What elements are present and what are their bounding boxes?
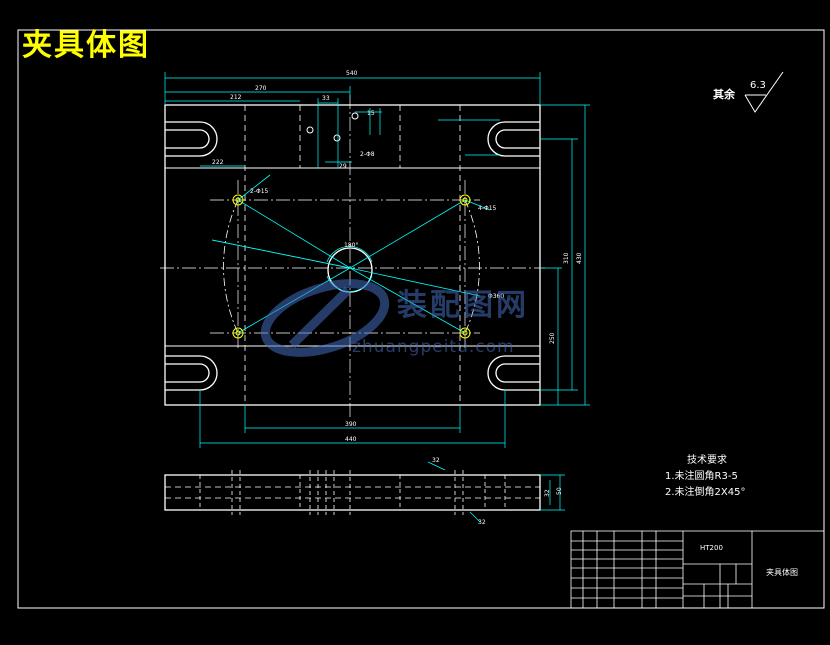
small-holes bbox=[306, 112, 359, 142]
dim-15: 15 bbox=[367, 110, 375, 117]
dim-29: 29 bbox=[339, 163, 347, 170]
dim-222: 222 bbox=[212, 159, 224, 166]
dim-250: 250 bbox=[549, 332, 556, 344]
dim-32: 32 bbox=[544, 489, 551, 497]
pin-hole-1 bbox=[306, 126, 314, 134]
dim-33: 33 bbox=[322, 95, 330, 102]
side-view bbox=[164, 474, 541, 511]
side-dims bbox=[427, 461, 565, 523]
bolt-circle bbox=[223, 199, 480, 334]
roughness-symbol bbox=[744, 71, 784, 113]
dimension-text: 540 270 212 33 15 29 222 390 440 310 430… bbox=[212, 70, 583, 443]
dimension-lines bbox=[164, 72, 590, 448]
side-hidden bbox=[199, 470, 506, 515]
watermark-cn: 装配图网 bbox=[397, 288, 529, 323]
dim-390: 390 bbox=[345, 421, 357, 428]
title-block-material: HT200 bbox=[700, 544, 723, 552]
drawing-title: 夹具体图 bbox=[22, 28, 150, 63]
dim-180: 180° bbox=[344, 242, 358, 249]
dim-540: 540 bbox=[346, 70, 358, 77]
slot-top-right bbox=[487, 121, 540, 157]
slot-top-right-inner bbox=[495, 129, 540, 149]
bolt-holes bbox=[232, 194, 471, 339]
dim-212: 212 bbox=[230, 94, 242, 101]
dim-hole-b: 4-Φ15 bbox=[478, 205, 497, 212]
hole-3 bbox=[232, 327, 244, 339]
plate-outline bbox=[164, 104, 541, 406]
slot-bottom-right bbox=[487, 355, 540, 391]
dim-270: 270 bbox=[255, 85, 267, 92]
pin-hole-3 bbox=[351, 112, 359, 120]
dim-hole-c: 2-Φ8 bbox=[360, 151, 375, 158]
tech-note-1: 1.未注圆角R3-5 bbox=[665, 471, 738, 482]
slot-bottom-right-inner bbox=[495, 363, 540, 383]
roughness-value: 6.3 bbox=[750, 80, 766, 91]
title-block bbox=[570, 530, 825, 609]
tech-note-2: 2.未注倒角2X45° bbox=[665, 487, 746, 498]
dim-310: 310 bbox=[563, 252, 570, 264]
side-outline bbox=[164, 474, 541, 511]
center-lines bbox=[160, 95, 545, 420]
hole-2 bbox=[459, 194, 471, 206]
technical-requirements: 技术要求 1.未注圆角R3-5 2.未注倒角2X45° bbox=[665, 453, 745, 501]
hidden-lines bbox=[244, 105, 461, 405]
hole-1 bbox=[232, 194, 244, 206]
dim-hole-a: 2-Φ15 bbox=[250, 188, 269, 195]
dim-50: 50 bbox=[556, 487, 563, 495]
slot-top-left-inner bbox=[165, 129, 210, 149]
roughness-label: 其余 bbox=[713, 88, 735, 101]
slot-bottom-left-inner bbox=[165, 363, 210, 383]
plan-view bbox=[164, 104, 541, 406]
dim-thick-b: 32 bbox=[478, 519, 486, 526]
pin-hole-2 bbox=[333, 134, 341, 142]
sheet-border bbox=[17, 29, 825, 609]
dim-hole-d: Φ360 bbox=[488, 293, 504, 300]
dim-430: 430 bbox=[576, 252, 583, 264]
title-block-part-name: 夹具体图 bbox=[766, 568, 798, 577]
watermark-en: zhuangpeitu.com bbox=[352, 337, 515, 357]
watermark-logo bbox=[260, 279, 390, 357]
slot-top-left bbox=[165, 121, 218, 157]
tech-notes-heading: 技术要求 bbox=[687, 455, 727, 466]
hole-4 bbox=[459, 327, 471, 339]
slot-bottom-left bbox=[165, 355, 218, 391]
dim-thick-a: 32 bbox=[432, 457, 440, 464]
dim-440: 440 bbox=[345, 436, 357, 443]
